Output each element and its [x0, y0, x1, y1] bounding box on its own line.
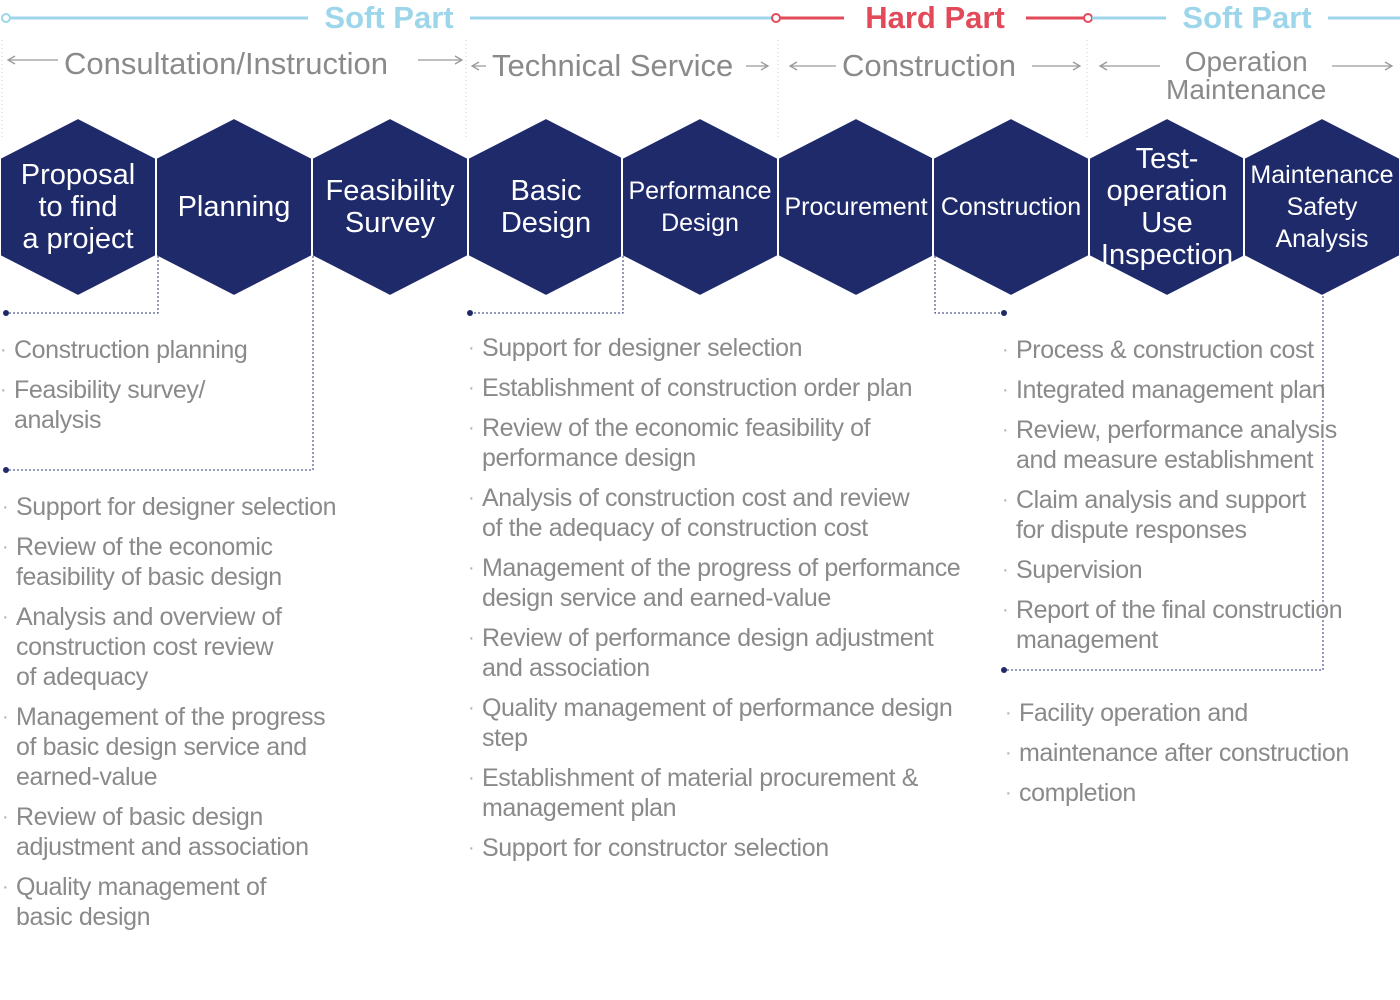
list-item: completion [1005, 773, 1385, 813]
list-item: Integrated management plan [1002, 375, 1372, 405]
task-list-feasibility: Support for designer selection Review of… [2, 492, 352, 932]
hard-bar-start-dot [771, 13, 781, 23]
task-list-performance: Support for designer selection Establish… [468, 333, 993, 863]
hexagon-step [1243, 116, 1400, 298]
step-proposal: Proposal to find a project [20, 159, 136, 255]
phase-arrow-head [454, 55, 464, 65]
part-label-soft-right: Soft Part [1166, 0, 1328, 36]
list-item: Review, performance analysis and measure… [1002, 415, 1372, 475]
list-item: Review of basic design adjustment and as… [2, 802, 352, 862]
step-planning: Planning [177, 191, 291, 223]
connector-dot [467, 310, 473, 316]
phase-arrow-head [1384, 61, 1394, 71]
phase-label-operation-maintenance: Operation Maintenance [1160, 48, 1333, 104]
list-item: Process & construction cost [1002, 335, 1372, 365]
list-item: Facility operation and [1005, 693, 1385, 733]
list-item: Analysis of construction cost and review… [468, 483, 993, 543]
phase-label-consultation: Consultation/Instruction [58, 48, 394, 80]
connector-performance [470, 256, 624, 314]
phase-arrow-head [470, 61, 480, 71]
list-item: Quality management of performance design… [468, 693, 993, 753]
list-item: Review of the economic feasibility of ba… [2, 532, 352, 592]
connector-dot [3, 310, 9, 316]
step-procurement: Procurement [784, 193, 928, 221]
connector-dot [1001, 310, 1007, 316]
list-item: Establishment of material procurement & … [468, 763, 993, 823]
phase-arrow-head [6, 55, 16, 65]
part-label-hard: Hard Part [844, 0, 1026, 36]
step-feasibility-survey: Feasibility Survey [325, 175, 455, 239]
soft-bar-end-dot [1, 13, 11, 23]
connector-feasibility [6, 256, 314, 471]
list-item: Review of performance design adjustment … [468, 623, 993, 683]
task-list-proposal: Construction planning Feasibility survey… [0, 335, 300, 435]
phase-arrow-head [788, 61, 798, 71]
step-construction: Construction [940, 193, 1082, 221]
phase-label-construction: Construction [836, 50, 1023, 82]
list-item: Supervision [1002, 555, 1372, 585]
step-test-operation: Test- operation Use Inspection [1100, 143, 1234, 271]
list-item: Management of the progress of basic desi… [2, 702, 352, 792]
list-item: Feasibility survey/ analysis [0, 375, 300, 435]
connector-construction [934, 256, 1004, 314]
phase-label-technical-service: Technical Service [486, 50, 740, 82]
part-label-soft-left: Soft Part [308, 0, 470, 36]
step-maintenance-safety: Maintenance Safety Analysis [1250, 161, 1394, 253]
step-basic-design: Basic Design [500, 175, 592, 239]
hard-bar-end-dot [1083, 13, 1093, 23]
list-item: Support for designer selection [468, 333, 993, 363]
list-item: Construction planning [0, 335, 300, 365]
list-item: Analysis and overview of construction co… [2, 602, 352, 692]
phase-arrow-head [1072, 61, 1082, 71]
connector-dot [3, 467, 9, 473]
list-item: Report of the final construction managem… [1002, 595, 1372, 655]
phase-arrow-head [760, 61, 770, 71]
connector-dot [1001, 667, 1007, 673]
list-item: Establishment of construction order plan [468, 373, 993, 403]
connector-proposal [6, 256, 159, 314]
list-item: Support for constructor selection [468, 833, 993, 863]
task-list-maintenance: Facility operation and maintenance after… [1005, 693, 1385, 813]
phase-arrow-head [1098, 61, 1108, 71]
list-item: Management of the progress of performanc… [468, 553, 993, 613]
list-item: Support for designer selection [2, 492, 352, 522]
list-item: Review of the economic feasibility of pe… [468, 413, 993, 473]
list-item: maintenance after construction [1005, 733, 1385, 773]
step-performance-design: Performance Design [628, 177, 772, 237]
task-list-construction: Process & construction cost Integrated m… [1002, 335, 1372, 655]
list-item: Quality management of basic design [2, 872, 352, 932]
list-item: Claim analysis and support for dispute r… [1002, 485, 1372, 545]
